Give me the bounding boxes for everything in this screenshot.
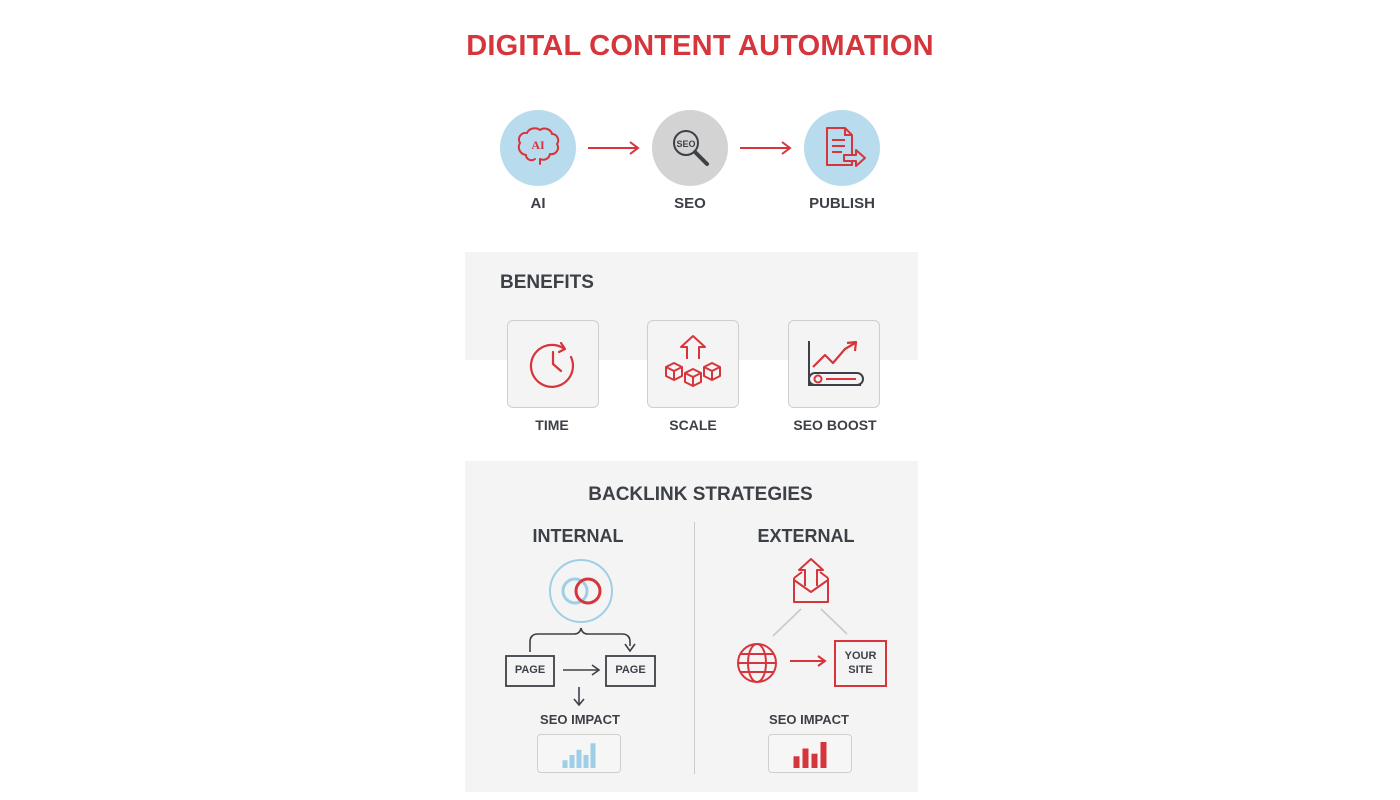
step-label-ai: AI bbox=[530, 195, 546, 212]
your-site-label-line1: YOUR bbox=[844, 650, 877, 662]
cubes-arrow-icon bbox=[665, 335, 721, 387]
envelope-upload-icon bbox=[793, 558, 829, 603]
external-seo-impact-label: SEO IMPACT bbox=[769, 712, 849, 727]
page-box-label: PAGE bbox=[514, 664, 546, 676]
step-label-publish: PUBLISH bbox=[809, 195, 875, 212]
impact-bar bbox=[802, 748, 809, 768]
arrow-right-icon bbox=[790, 655, 827, 667]
internal-seo-impact-label: SEO IMPACT bbox=[540, 712, 620, 727]
impact-bar bbox=[811, 753, 818, 768]
impact-bar bbox=[793, 756, 800, 768]
brain-icon: AI bbox=[517, 127, 560, 165]
magnifier-icon: SEO bbox=[673, 130, 709, 166]
publish-step-circle bbox=[804, 110, 880, 186]
flow-arrow-icon bbox=[588, 141, 640, 155]
globe-icon bbox=[737, 643, 777, 683]
impact-bar bbox=[820, 742, 827, 768]
your-site-label-line2: SITE bbox=[848, 664, 873, 676]
internal-link-diagram bbox=[505, 627, 656, 707]
page-title: DIGITAL CONTENT AUTOMATION bbox=[466, 30, 934, 62]
page-box-label: PAGE bbox=[615, 664, 646, 676]
flow-arrow-icon bbox=[740, 141, 792, 155]
step-label-seo: SEO bbox=[674, 195, 706, 212]
internal-bar-chart bbox=[562, 743, 596, 768]
external-impact-chart bbox=[768, 734, 852, 773]
benefit-tile-time bbox=[507, 320, 599, 408]
benefit-label-time: TIME bbox=[535, 417, 569, 433]
benefit-label-scale: SCALE bbox=[669, 417, 717, 433]
magnifier-icon-text: SEO bbox=[676, 139, 695, 149]
impact-bar bbox=[576, 749, 582, 768]
your-site-box bbox=[834, 640, 887, 687]
benefit-label-seo-boost: SEO BOOST bbox=[793, 417, 877, 433]
benefit-tile-seo-boost bbox=[788, 320, 880, 408]
impact-bar bbox=[583, 755, 589, 768]
impact-bar bbox=[590, 743, 596, 768]
internal-impact-chart bbox=[537, 734, 621, 773]
clock-icon bbox=[529, 341, 574, 388]
seo-step-circle: SEO bbox=[652, 110, 728, 186]
external-heading: EXTERNAL bbox=[757, 526, 855, 546]
backlink-title: BACKLINK STRATEGIES bbox=[588, 484, 813, 505]
impact-bar bbox=[569, 755, 575, 768]
ai-step-circle: AI bbox=[500, 110, 576, 186]
benefit-tile-scale bbox=[647, 320, 739, 408]
internal-heading: INTERNAL bbox=[532, 526, 624, 546]
external-bar-chart bbox=[793, 742, 827, 768]
link-rings-icon bbox=[549, 559, 613, 623]
column-divider bbox=[694, 522, 695, 774]
benefits-title: BENEFITS bbox=[500, 272, 594, 293]
impact-bar bbox=[562, 760, 568, 768]
brain-icon-text: AI bbox=[531, 138, 545, 152]
external-link-lines bbox=[772, 608, 848, 637]
trend-chart-icon bbox=[808, 340, 864, 386]
document-export-icon bbox=[826, 127, 866, 167]
